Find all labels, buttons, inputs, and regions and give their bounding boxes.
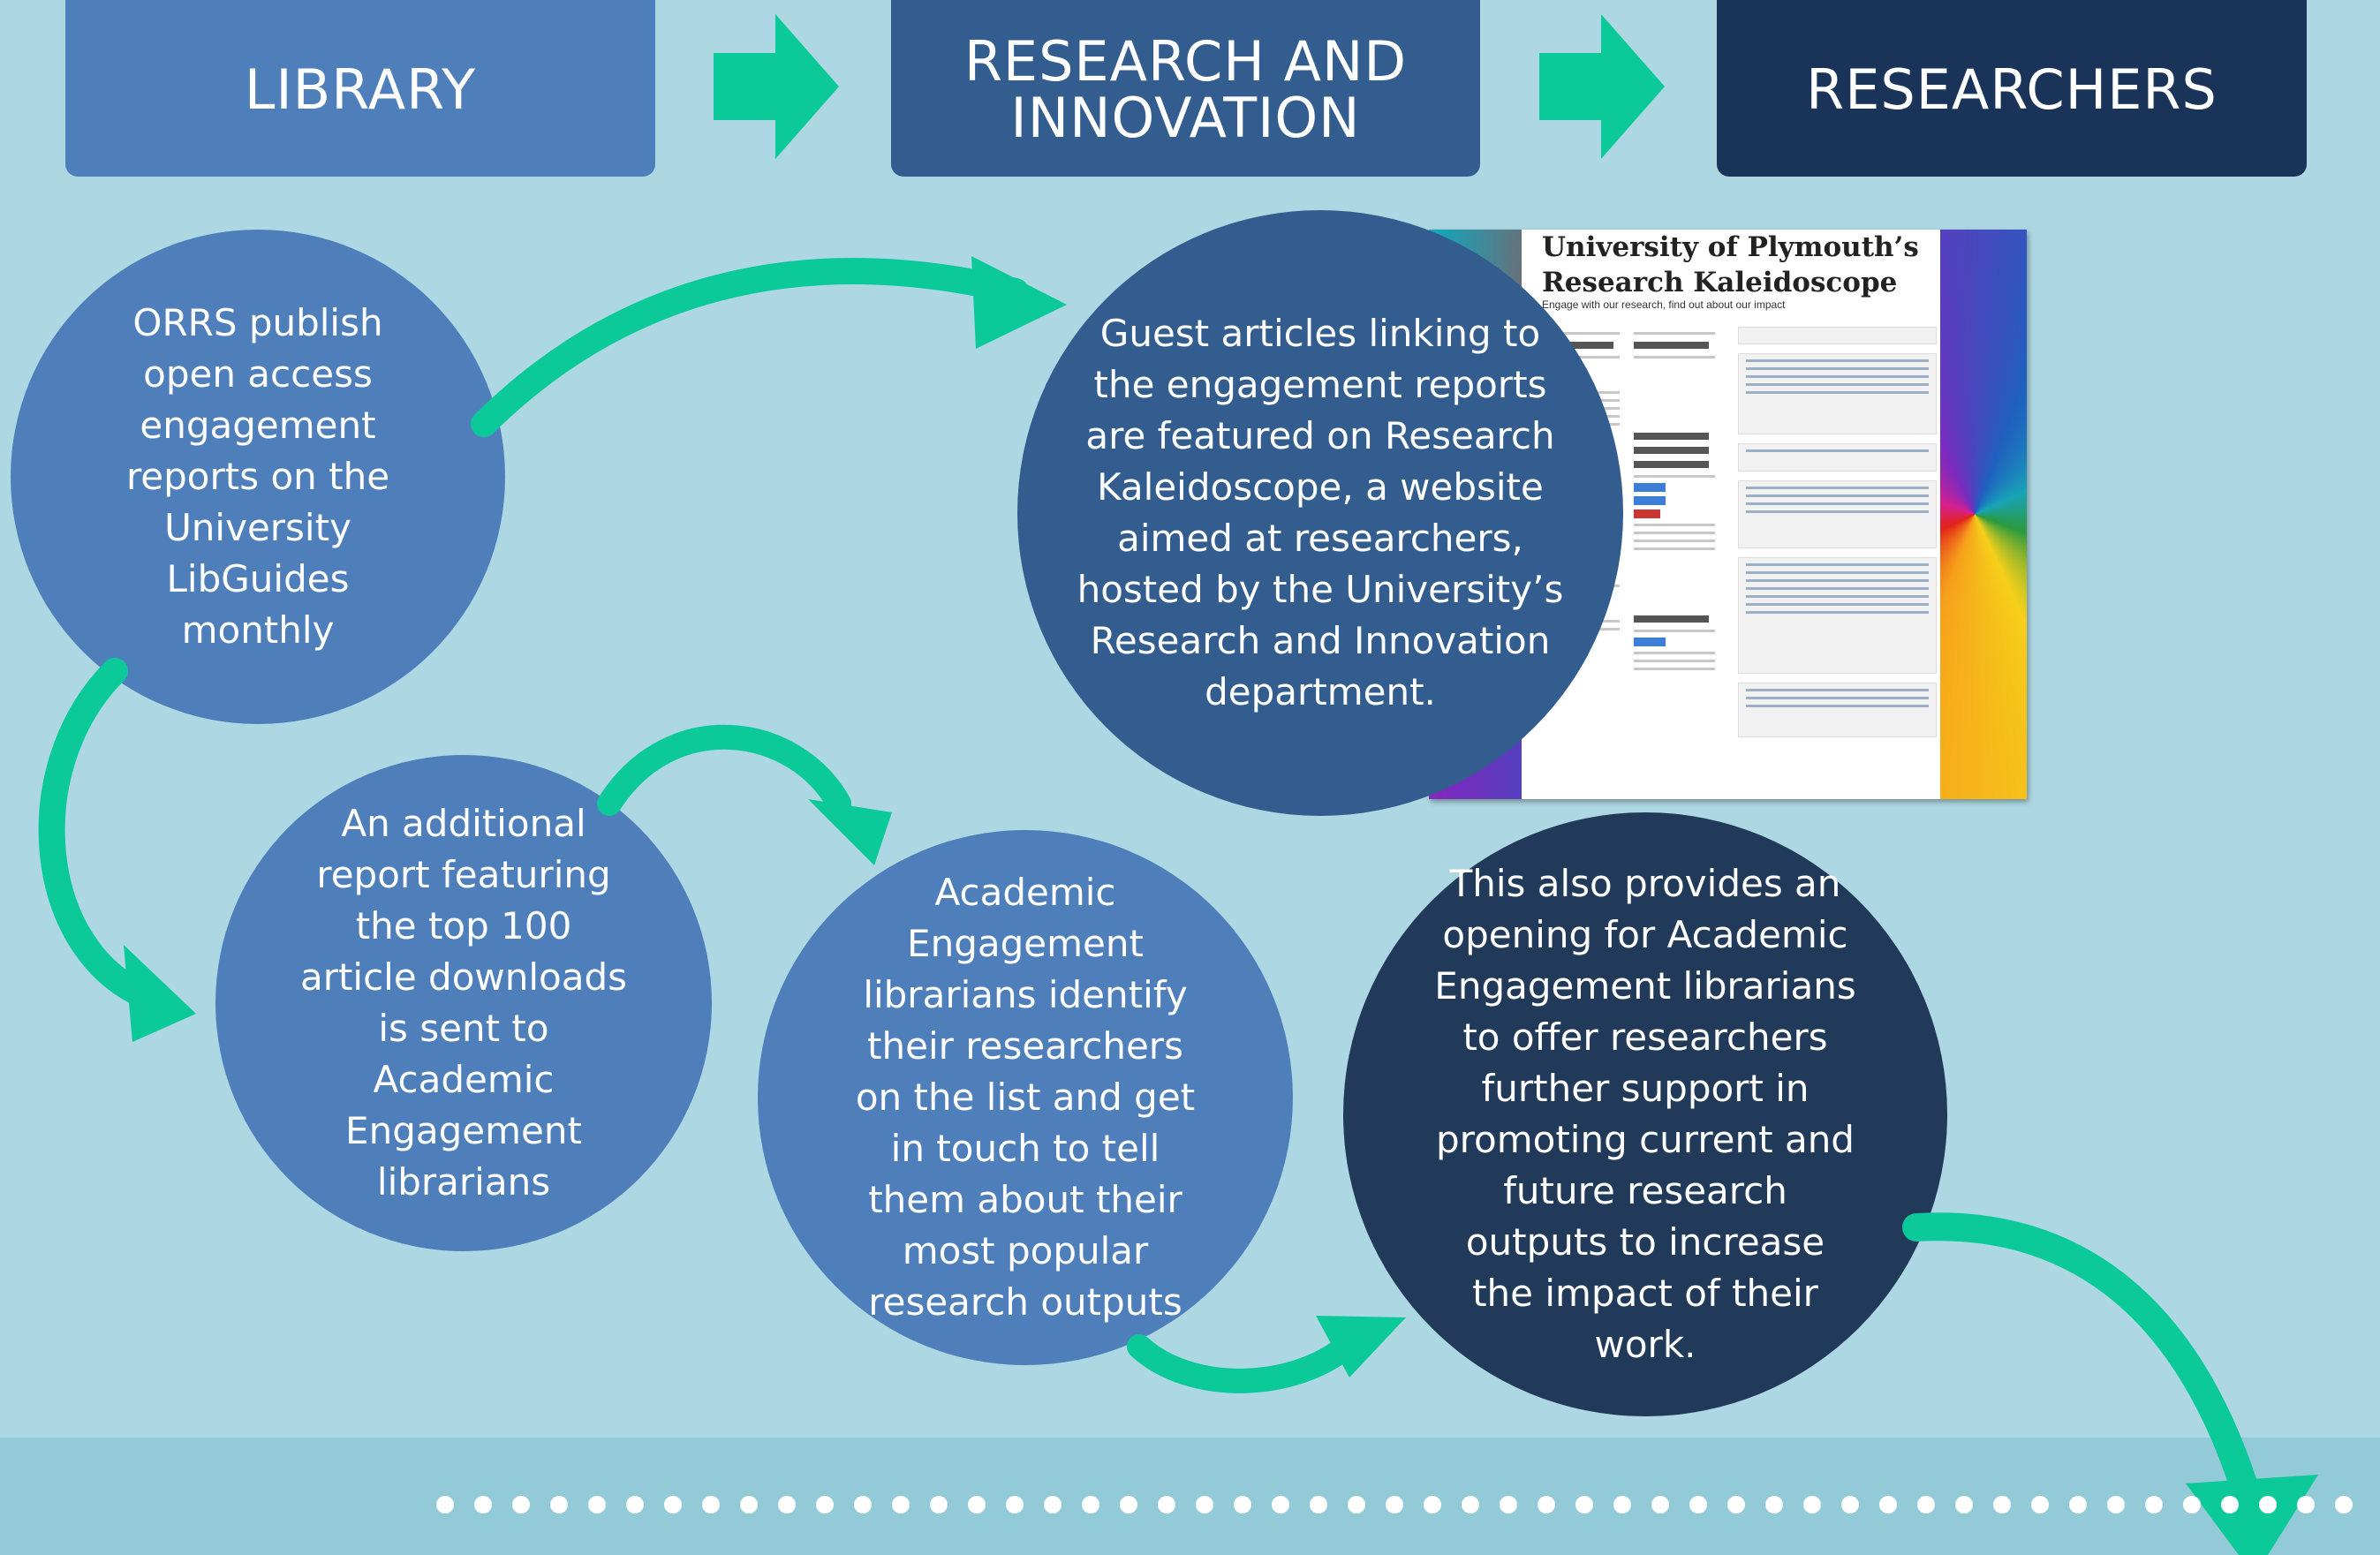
divider-dot: [1993, 1496, 2011, 1513]
divider-dot: [1386, 1496, 1403, 1513]
divider-dot: [2031, 1496, 2049, 1513]
divider-dot: [1538, 1496, 1555, 1513]
divider-dot: [740, 1496, 758, 1513]
website-subtitle: Engage with our research, find out about…: [1542, 298, 1786, 311]
divider-dot: [2145, 1496, 2163, 1513]
divider-dot: [2107, 1496, 2125, 1513]
curve-arrow-identify-to-support: [1127, 1330, 1364, 1393]
divider-dot: [1727, 1496, 1745, 1513]
divider-dot: [892, 1496, 910, 1513]
divider-dot: [1044, 1496, 1062, 1513]
curve-arrow-orrs-to-top100: [38, 658, 163, 1011]
curve-arrow-identify-to-support-head: [1316, 1316, 1406, 1378]
step-guest-articles-circle: Guest articles linking to the engagement…: [1017, 210, 1623, 816]
kaleidoscope-right-pattern: [1940, 230, 2027, 799]
header-library: LIBRARY: [65, 0, 655, 177]
divider-dot: [2335, 1496, 2353, 1513]
divider-dot: [2297, 1496, 2315, 1513]
divider-dot: [1651, 1496, 1669, 1513]
divider-dot: [1917, 1496, 1935, 1513]
divider-dot: [1348, 1496, 1365, 1513]
step-orrs-publish-circle: ORRS publish open access engagement repo…: [11, 230, 505, 724]
divider-dot: [588, 1496, 606, 1513]
divider-dot: [1841, 1496, 1859, 1513]
step-top100-report-circle: An additional report featuring the top 1…: [215, 755, 712, 1251]
divider-dot: [854, 1496, 872, 1513]
divider-dot: [1765, 1496, 1783, 1513]
website-title: University of Plymouth’s Research Kaleid…: [1542, 231, 1919, 298]
divider-dot: [1500, 1496, 1517, 1513]
divider-dot: [512, 1496, 530, 1513]
dotted-divider: [436, 1496, 2353, 1513]
divider-dot: [816, 1496, 834, 1513]
website-sidebar: [1738, 327, 1937, 786]
curve-arrow-support-to-next: [1902, 1212, 2257, 1498]
divider-dot: [1082, 1496, 1099, 1513]
divider-dot: [1272, 1496, 1289, 1513]
footer-band: [0, 1438, 2380, 1555]
divider-dot: [1575, 1496, 1593, 1513]
divider-dot: [2183, 1496, 2201, 1513]
header-research-innovation-label: RESEARCH AND INNOVATION: [963, 29, 1408, 150]
step-orrs-publish-text: ORRS publish open access engagement repo…: [125, 301, 390, 652]
divider-dot: [702, 1496, 720, 1513]
header-arrow-1: [714, 14, 839, 159]
divider-dot: [2221, 1496, 2239, 1513]
step-librarians-identify-text: Academic Engagement librarians identify …: [855, 871, 1196, 1324]
divider-dot: [1689, 1496, 1707, 1513]
divider-dot: [968, 1496, 986, 1513]
curve-arrow-orrs-to-guest: [471, 258, 1029, 437]
divider-dot: [1462, 1496, 1479, 1513]
divider-dot: [1196, 1496, 1213, 1513]
step-top100-report-text: An additional report featuring the top 1…: [299, 802, 628, 1204]
divider-dot: [2069, 1496, 2087, 1513]
divider-dot: [1424, 1496, 1441, 1513]
divider-dot: [778, 1496, 796, 1513]
divider-dot: [436, 1496, 454, 1513]
website-post-column-2: [1630, 327, 1719, 795]
header-library-label: LIBRARY: [244, 57, 477, 122]
divider-dot: [1234, 1496, 1251, 1513]
divider-dot: [1879, 1496, 1897, 1513]
curve-arrow-orrs-to-top100-head: [124, 945, 196, 1042]
divider-dot: [930, 1496, 948, 1513]
divider-dot: [1006, 1496, 1024, 1513]
divider-dot: [664, 1496, 682, 1513]
divider-dot: [474, 1496, 492, 1513]
header-researchers: RESEARCHERS: [1717, 0, 2307, 177]
curve-arrow-top100-to-identify: [597, 725, 851, 816]
divider-dot: [1613, 1496, 1631, 1513]
divider-dot: [2259, 1496, 2277, 1513]
divider-dot: [550, 1496, 568, 1513]
divider-dot: [1158, 1496, 1175, 1513]
step-further-support-text: This also provides an opening for Academ…: [1434, 862, 1856, 1366]
step-further-support-circle: This also provides an opening for Academ…: [1343, 812, 1947, 1416]
divider-dot: [626, 1496, 644, 1513]
step-guest-articles-text: Guest articles linking to the engagement…: [1077, 312, 1564, 713]
header-researchers-label: RESEARCHERS: [1806, 57, 2218, 122]
header-research-innovation: RESEARCH AND INNOVATION: [891, 0, 1480, 177]
curve-arrow-top100-to-identify-head: [808, 799, 892, 865]
curve-arrow-orrs-to-guest-head: [971, 256, 1067, 349]
divider-dot: [1120, 1496, 1137, 1513]
step-librarians-identify-circle: Academic Engagement librarians identify …: [758, 830, 1293, 1365]
divider-dot: [1310, 1496, 1327, 1513]
header-arrow-2: [1539, 14, 1665, 159]
curve-arrow-support-to-next-head: [2186, 1475, 2318, 1555]
divider-dot: [1955, 1496, 1973, 1513]
divider-dot: [1803, 1496, 1821, 1513]
